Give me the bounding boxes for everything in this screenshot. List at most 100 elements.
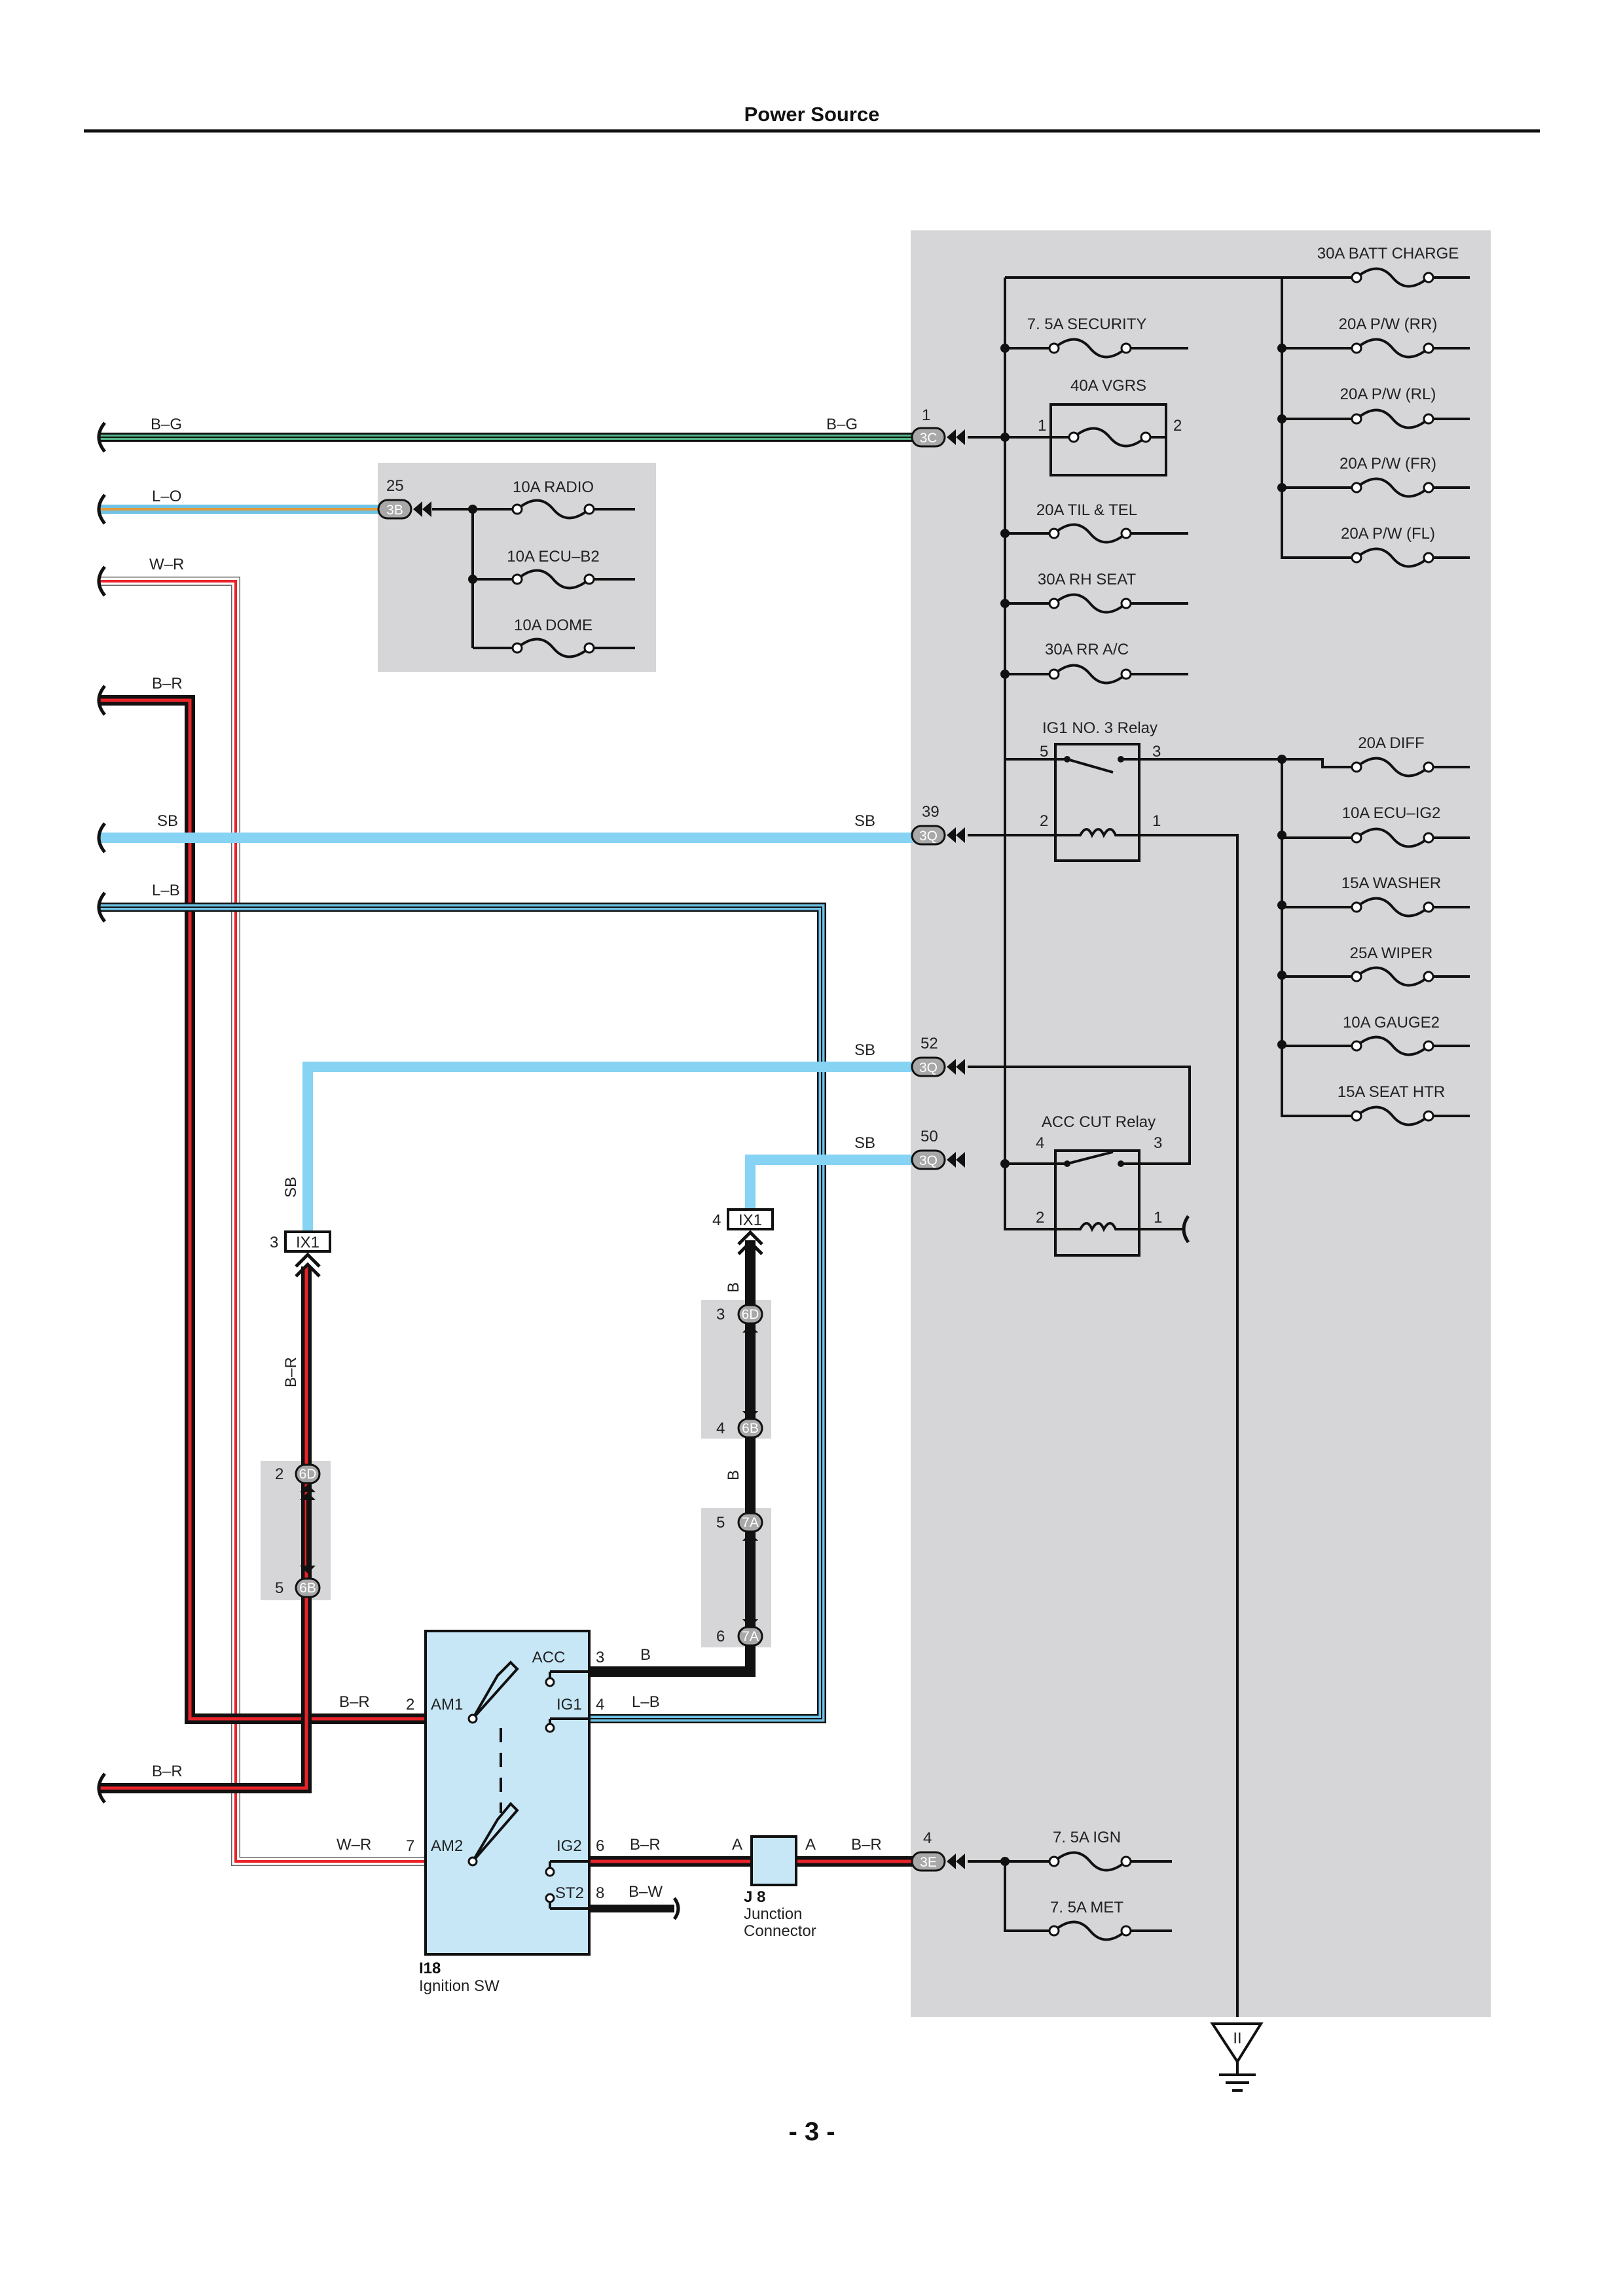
connector-3c-code: 3C — [920, 431, 938, 446]
connector-ix1-left-code: IX1 — [296, 1234, 319, 1251]
wire-end-brackets — [97, 422, 106, 1804]
connector-7a-top-pin: 5 — [716, 1514, 725, 1532]
wire-label-sb-39: SB — [854, 812, 875, 830]
connector-3b: 3B 25 — [377, 477, 431, 520]
wire-label-b-r-vertical: B–R — [282, 1357, 300, 1388]
relay-ig1-pin5: 5 — [1040, 743, 1048, 761]
fuse-label-wiper: 25A WIPER — [1350, 944, 1433, 962]
fuse-label-rh-seat: 30A RH SEAT — [1038, 571, 1137, 588]
fuse-30a-rr-ac: 30A RR A/C — [1045, 641, 1188, 685]
connector-ix1-right: IX1 4 — [712, 1208, 774, 1255]
ignition-switch: ACC 3 IG1 4 AM1 2 AM2 7 IG2 6 ST2 8 I18 … — [406, 1630, 604, 1995]
ignition-switch-name: Ignition SW — [419, 1977, 500, 1995]
connector-3q-52-code: 3Q — [919, 1060, 938, 1075]
connector-6d-left-pin: 2 — [275, 1465, 283, 1483]
fuse-label-pw-rl: 20A P/W (RL) — [1340, 386, 1436, 403]
connector-3e: 3E 4 — [911, 1829, 965, 1872]
wire-label-b-w: B–W — [629, 1883, 663, 1901]
connector-3q-52-pin: 52 — [921, 1035, 938, 1052]
vgrs-pin-left: 1 — [1038, 417, 1046, 435]
fuse-15a-washer: 15A WASHER — [1282, 874, 1470, 918]
fuse-20a-pw-fl: 20A P/W (FL) — [1281, 525, 1470, 568]
junction-dots — [468, 344, 1286, 1866]
connector-ix1-left: IX1 3 — [270, 1230, 331, 1278]
connector-3b-pin: 25 — [386, 477, 404, 495]
fuse-7-5a-security: 7. 5A SECURITY — [1027, 315, 1188, 359]
fuse-20a-til-tel: 20A TIL & TEL — [1036, 501, 1188, 544]
connector-3b-code: 3B — [386, 503, 403, 518]
relay-ig1-pin3: 3 — [1152, 743, 1161, 761]
wire-label-b-vertical-lower: B — [725, 1470, 742, 1480]
wire-label-b-r-left: B–R — [152, 675, 183, 692]
fuse-7-5a-met: 7. 5A MET — [1048, 1899, 1172, 1941]
fuse-30a-rh-seat: 30A RH SEAT — [1038, 571, 1188, 614]
wire-sb-52 — [302, 1062, 913, 1240]
connector-6d-right-code: 6D — [742, 1307, 759, 1322]
fuse-label-ign: 7. 5A IGN — [1053, 1829, 1121, 1846]
wire-label-b-g-right: B–G — [826, 416, 858, 433]
wire-b-r-bottom — [100, 1266, 312, 1793]
connector-6b-right-code: 6B — [742, 1421, 759, 1436]
j8-pin-a-left: A — [732, 1836, 742, 1854]
relay-acc-cut: ACC CUT Relay 4 3 2 1 — [1036, 1113, 1190, 1257]
relay-acc-name: ACC CUT Relay — [1042, 1113, 1156, 1131]
wire-label-sb-vertical: SB — [282, 1177, 300, 1198]
fuse-label-ecu-b2: 10A ECU–B2 — [507, 548, 599, 565]
fuse-label-batt-charge: 30A BATT CHARGE — [1317, 245, 1459, 262]
connector-6b-right-pin: 4 — [716, 1420, 725, 1437]
ground-label: II — [1233, 2030, 1241, 2047]
wire-label-b-r-bottom: B–R — [152, 1763, 183, 1780]
fuse-15a-seat-htr: 15A SEAT HTR — [1281, 1083, 1470, 1126]
fuse-20a-pw-fr: 20A P/W (FR) — [1282, 455, 1470, 498]
relay-acc-pin2: 2 — [1036, 1209, 1044, 1227]
connector-3q-39-pin: 39 — [922, 803, 939, 821]
connector-ix1-right-code: IX1 — [739, 1211, 762, 1229]
connector-3q-50-pin: 50 — [921, 1128, 938, 1145]
fuse-7-5a-ign: 7. 5A IGN — [1048, 1829, 1172, 1872]
junction-block-bus-lines — [968, 276, 1283, 2017]
wire-w-r — [100, 577, 426, 1866]
j8-name-line1: Junction — [744, 1905, 802, 1923]
fuse-10a-ecu-b2: 10A ECU–B2 — [507, 548, 635, 590]
relay-acc-pin3: 3 — [1154, 1134, 1162, 1152]
ig-term-st2-pin: 8 — [596, 1884, 604, 1902]
ig-term-ig2-label: IG2 — [556, 1837, 582, 1855]
wire-label-b-r-junction: B–R — [851, 1836, 882, 1854]
fuse-label-rr-ac: 30A RR A/C — [1045, 641, 1129, 658]
connector-6d-right-pin: 3 — [716, 1306, 725, 1323]
ig-term-acc-label: ACC — [532, 1649, 566, 1666]
ig-term-am2-pin: 7 — [406, 1837, 414, 1855]
ig-term-ig2-pin: 6 — [596, 1837, 604, 1855]
connector-3c-pin: 1 — [922, 406, 930, 424]
connector-6d-left-code: 6D — [299, 1467, 317, 1482]
page-number: - 3 - — [788, 2117, 835, 2146]
wire-label-b-r-ig2: B–R — [630, 1836, 661, 1854]
connector-3q-50: 3Q 50 — [911, 1128, 965, 1170]
wire-label-b-r-am1: B–R — [339, 1693, 370, 1711]
fuse-label-pw-fl: 20A P/W (FL) — [1341, 525, 1435, 543]
wire-sb-50 — [745, 1155, 913, 1217]
fuse-label-security: 7. 5A SECURITY — [1027, 315, 1147, 333]
connector-3c: 3C 1 — [911, 406, 965, 448]
connector-3q-50-code: 3Q — [919, 1153, 938, 1168]
connector-3e-pin: 4 — [923, 1829, 932, 1847]
wire-l-b — [100, 903, 826, 1723]
wire-label-l-b-left: L–B — [152, 882, 180, 899]
connector-7a-bottom-code: 7A — [742, 1629, 759, 1644]
fuse-10a-ecu-ig2: 10A ECU–IG2 — [1282, 804, 1470, 848]
wire-label-l-o: L–O — [152, 488, 181, 505]
ig-term-acc-pin: 3 — [596, 1649, 604, 1666]
ig-term-ig1-pin: 4 — [596, 1696, 604, 1713]
connector-6b-left-code: 6B — [299, 1581, 316, 1596]
fuse-label-met: 7. 5A MET — [1050, 1899, 1123, 1916]
fuse-label-til-tel: 20A TIL & TEL — [1036, 501, 1137, 519]
wire-label-w-r-am2: W–R — [337, 1836, 371, 1854]
ig-term-ig1-label: IG1 — [556, 1696, 582, 1713]
fuse-label-seat-htr: 15A SEAT HTR — [1338, 1083, 1446, 1101]
relay-ig1-name: IG1 NO. 3 Relay — [1042, 719, 1158, 737]
connector-3e-code: 3E — [920, 1855, 937, 1870]
fuse-label-dome: 10A DOME — [514, 617, 593, 634]
connector-6b-left: 6B 5 — [275, 1499, 321, 1598]
fuse-label-ecu-ig2: 10A ECU–IG2 — [1342, 804, 1441, 822]
wire-label-sb-50: SB — [854, 1134, 875, 1152]
